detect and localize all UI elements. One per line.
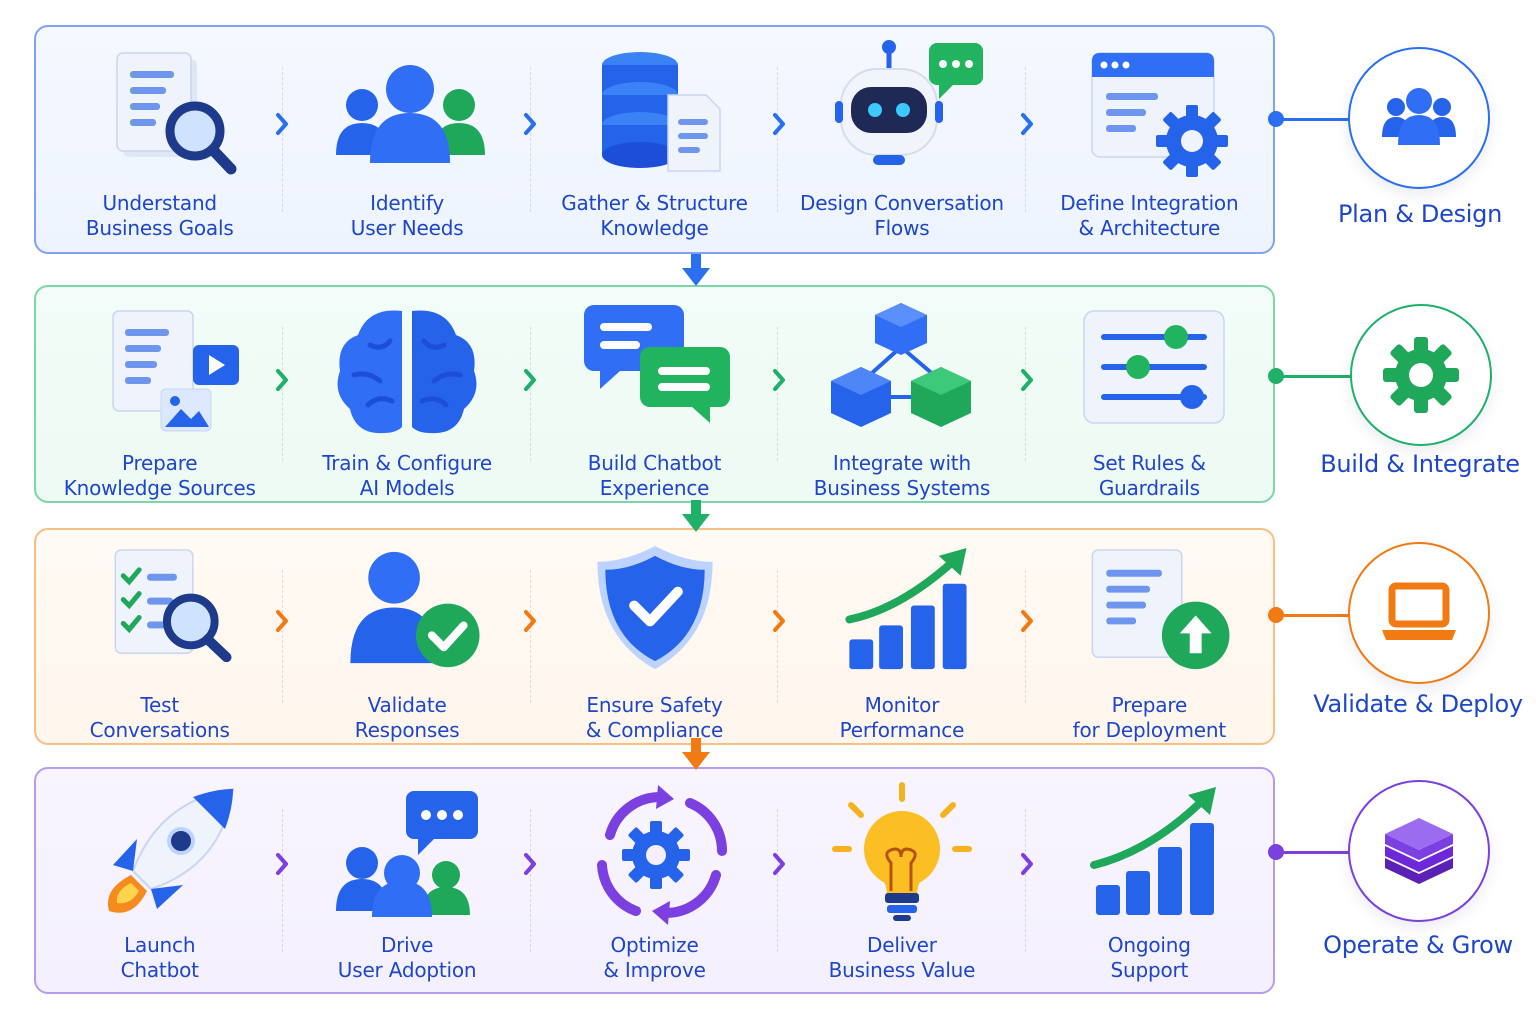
chevron-right-icon (272, 849, 292, 879)
step-monitor-performance: Monitor Performance (778, 530, 1027, 743)
step-label: Prepare for Deployment (1072, 693, 1227, 742)
phase-label: Operate & Grow (1323, 931, 1513, 959)
step-label: Drive User Adoption (337, 933, 477, 982)
step-prepare-knowledge-sources: Prepare Knowledge Sources (36, 287, 284, 501)
rocket-icon (107, 787, 234, 913)
laptop-icon (1382, 582, 1456, 640)
users-icon (336, 65, 486, 163)
growth-chart-icon (845, 547, 967, 670)
chevron-right-icon (1017, 849, 1037, 879)
chevron-right-icon (769, 606, 789, 636)
phase-panel-build-integrate: Prepare Knowledge Sources Train & Config… (34, 285, 1275, 503)
step-label: Launch Chatbot (120, 933, 199, 982)
step-design-conversation-flows: Design Conversation Flows (778, 27, 1027, 252)
user-check-icon (350, 551, 480, 668)
step-label: Identify User Needs (350, 191, 464, 240)
step-drive-user-adoption: Drive User Adoption (283, 769, 532, 992)
chevron-right-icon (769, 849, 789, 879)
document-upload-icon (1091, 549, 1230, 670)
down-arrow-icon (682, 500, 710, 532)
gear-icon (1383, 337, 1459, 413)
brain-icon (337, 310, 477, 434)
step-label: Optimize & Improve (603, 933, 706, 982)
step-label: Validate Responses (354, 693, 460, 742)
step-label: Integrate with Business Systems (813, 451, 991, 500)
chevron-right-icon (520, 849, 540, 879)
step-label: Ensure Safety & Compliance (585, 693, 724, 742)
step-define-integration-architecture: Define Integration & Architecture (1026, 27, 1273, 252)
checklist-search-icon (114, 549, 232, 663)
step-deliver-business-value: Deliver Business Value (778, 769, 1027, 992)
chevron-right-icon (769, 109, 789, 139)
chevron-right-icon (1017, 365, 1037, 395)
phase-label: Build & Integrate (1320, 450, 1520, 478)
shield-check-icon (596, 545, 713, 670)
phase-label: Plan & Design (1338, 200, 1502, 228)
step-ensure-safety-compliance: Ensure Safety & Compliance (531, 530, 779, 743)
chevron-right-icon (1017, 109, 1037, 139)
phase-panel-plan-design: Understand Business Goals Identify User … (34, 25, 1275, 254)
step-understand-business-goals: Understand Business Goals (36, 27, 284, 252)
connector-line (1276, 375, 1354, 378)
step-label: Design Conversation Flows (800, 191, 1004, 240)
chat-bubbles-icon (583, 305, 730, 423)
step-label: Prepare Knowledge Sources (63, 451, 256, 500)
step-gather-structure-knowledge: Gather & Structure Knowledge (531, 27, 779, 252)
phase-circle-validate-deploy (1348, 542, 1490, 684)
connector-line (1276, 614, 1350, 617)
step-label: Build Chatbot Experience (587, 451, 722, 500)
database-document-icon (601, 52, 721, 172)
team-icon (1382, 88, 1456, 145)
down-arrow-icon (682, 254, 710, 286)
chevron-right-icon (272, 606, 292, 636)
step-label: Define Integration & Architecture (1060, 191, 1239, 240)
chevron-right-icon (520, 365, 540, 395)
document-media-icon (111, 310, 239, 432)
phase-circle-operate-grow (1348, 780, 1490, 922)
step-validate-responses: Validate Responses (283, 530, 532, 743)
step-set-rules-guardrails: Set Rules & Guardrails (1026, 287, 1273, 501)
step-label: Monitor Performance (839, 693, 965, 742)
chevron-right-icon (520, 109, 540, 139)
chevron-right-icon (272, 109, 292, 139)
gear-cycle-icon (596, 785, 727, 925)
down-arrow-icon (682, 738, 710, 770)
step-build-chatbot-experience: Build Chatbot Experience (531, 287, 779, 501)
chevron-right-icon (272, 365, 292, 395)
step-label: Deliver Business Value (828, 933, 976, 982)
step-label: Train & Configure AI Models (322, 451, 493, 500)
step-label: Gather & Structure Knowledge (561, 191, 748, 240)
chevron-right-icon (520, 606, 540, 636)
step-prepare-for-deployment: Prepare for Deployment (1026, 530, 1273, 743)
step-label: Understand Business Goals (85, 191, 234, 240)
step-launch-chatbot: Launch Chatbot (36, 769, 284, 992)
growth-chart-icon (1090, 787, 1217, 915)
step-identify-user-needs: Identify User Needs (283, 27, 532, 252)
step-ongoing-support: Ongoing Support (1026, 769, 1273, 992)
chevron-right-icon (769, 365, 789, 395)
step-label: Test Conversations (89, 693, 230, 742)
step-test-conversations: Test Conversations (36, 530, 284, 743)
chevron-right-icon (1017, 606, 1037, 636)
step-integrate-business-systems: Integrate with Business Systems (778, 287, 1027, 501)
phase-panel-operate-grow: Launch Chatbot Drive User Adoption (34, 767, 1275, 994)
phase-circle-build-integrate (1350, 304, 1492, 446)
phase-panel-validate-deploy: Test Conversations Validate Responses En… (34, 528, 1275, 745)
browser-gear-icon (1091, 52, 1229, 177)
layers-icon (1385, 818, 1453, 884)
phase-circle-plan-design (1348, 47, 1490, 189)
lightbulb-icon (831, 782, 972, 921)
sliders-icon (1083, 310, 1226, 424)
connector-line (1276, 851, 1350, 854)
document-search-icon (115, 52, 237, 175)
connector-line (1276, 118, 1350, 121)
phase-label: Validate & Deploy (1313, 690, 1523, 718)
group-chat-icon (336, 791, 479, 917)
step-train-configure-ai-models: Train & Configure AI Models (283, 287, 532, 501)
cubes-network-icon (830, 303, 971, 427)
robot-chat-icon (834, 40, 983, 165)
step-optimize-improve: Optimize & Improve (531, 769, 779, 992)
step-label: Set Rules & Guardrails (1092, 451, 1206, 500)
step-label: Ongoing Support (1107, 933, 1191, 982)
